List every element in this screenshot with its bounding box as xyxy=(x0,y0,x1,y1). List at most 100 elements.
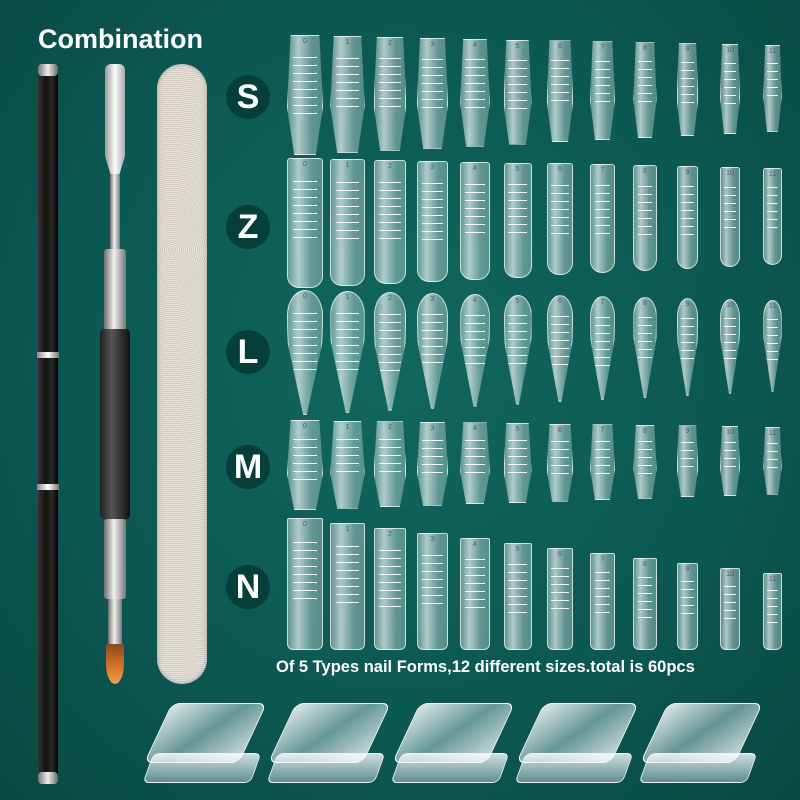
size-number: 6 xyxy=(558,426,562,434)
size-guide-lines xyxy=(680,434,695,474)
size-number: 10 xyxy=(726,170,734,177)
size-number: 10 xyxy=(726,47,734,54)
row-label-n: N xyxy=(226,565,270,609)
size-guide-lines xyxy=(508,433,527,477)
nail-form-s-9: 9 xyxy=(676,43,699,137)
nail-file xyxy=(157,64,207,684)
size-guide-lines xyxy=(637,310,653,365)
nail-form-z-4: 4 xyxy=(460,161,490,280)
nail-form-l-2: 2 xyxy=(373,291,407,411)
size-number: 5 xyxy=(515,426,520,433)
nail-form-z-10: 10 xyxy=(720,167,740,267)
nail-form-l-11: 11 xyxy=(763,299,782,392)
nail-form-s-3: 3 xyxy=(416,37,449,149)
size-guide-lines xyxy=(637,569,653,620)
size-guide-lines xyxy=(422,175,443,242)
nail-form-s-5: 5 xyxy=(503,39,532,145)
brush-ferrule xyxy=(108,599,122,647)
nail-form-z-9: 9 xyxy=(676,166,699,270)
nail-form-n-3: 3 xyxy=(416,533,449,650)
size-guide-lines xyxy=(336,431,359,480)
nail-form-s-4: 4 xyxy=(460,38,490,147)
size-guide-lines xyxy=(293,174,317,245)
size-number: 11 xyxy=(768,47,777,55)
nail-form-l-10: 10 xyxy=(720,299,740,394)
metal-shaft xyxy=(110,174,120,254)
size-guide-lines xyxy=(680,179,695,235)
size-guide-lines xyxy=(465,552,485,613)
nail-form-l-6: 6 xyxy=(546,295,574,403)
size-number: 3 xyxy=(430,424,435,432)
nail-form-z-5: 5 xyxy=(503,162,532,278)
size-number: 2 xyxy=(388,162,392,170)
nail-form-s-6: 6 xyxy=(546,40,574,143)
size-number: 3 xyxy=(430,295,435,303)
nail-form-m-3: 3 xyxy=(416,421,449,506)
nail-form-l-3: 3 xyxy=(416,292,449,409)
nail-form-s-1: 1 xyxy=(330,35,365,153)
size-number: 5 xyxy=(515,165,520,173)
size-number: 0 xyxy=(303,38,307,45)
pen-cap-bottom xyxy=(38,772,58,784)
nail-form-n-4: 4 xyxy=(460,538,490,650)
nail-form-s-8: 8 xyxy=(633,42,657,139)
spatula-head xyxy=(105,64,125,179)
size-guide-lines xyxy=(766,180,779,233)
size-guide-lines xyxy=(680,310,695,364)
size-guide-lines xyxy=(551,53,569,109)
size-guide-lines xyxy=(336,174,359,244)
nail-form-z-8: 8 xyxy=(633,165,657,272)
size-guide-lines xyxy=(723,179,737,234)
size-number: 5 xyxy=(515,546,520,553)
size-guide-lines xyxy=(422,432,443,478)
size-guide-lines xyxy=(422,547,443,612)
size-guide-lines xyxy=(637,178,653,236)
size-guide-lines xyxy=(594,434,611,475)
size-guide-lines xyxy=(508,308,527,368)
nail-form-l-5: 5 xyxy=(503,294,532,405)
size-guide-lines xyxy=(551,308,569,367)
size-number: 1 xyxy=(345,38,350,46)
nail-form-z-3: 3 xyxy=(416,160,449,282)
size-guide-lines xyxy=(293,431,317,480)
size-guide-lines xyxy=(766,435,779,472)
combination-title: Combination xyxy=(38,24,203,54)
pen-cap-top xyxy=(38,64,58,76)
nail-form-n-6: 6 xyxy=(546,548,574,650)
clip-base xyxy=(514,753,634,783)
nail-form-l-0: 0 xyxy=(287,290,323,415)
size-guide-lines xyxy=(293,50,317,116)
size-guide-lines xyxy=(637,54,653,107)
clip-base xyxy=(142,753,262,783)
size-number: 3 xyxy=(430,40,435,48)
pen-ring xyxy=(37,484,59,490)
size-guide-lines xyxy=(293,305,317,374)
nail-clip xyxy=(638,688,763,793)
size-guide-lines xyxy=(379,51,401,113)
nail-clip xyxy=(514,688,639,793)
size-guide-lines xyxy=(293,534,317,607)
size-number: 2 xyxy=(388,531,392,538)
size-guide-lines xyxy=(379,306,401,372)
size-guide-lines xyxy=(465,176,485,241)
pen-ring xyxy=(37,352,59,358)
size-guide-lines xyxy=(465,432,485,477)
nail-form-l-1: 1 xyxy=(330,290,365,413)
size-number: 11 xyxy=(768,576,777,583)
nail-form-s-11: 11 xyxy=(763,44,782,132)
nail-form-m-9: 9 xyxy=(676,425,699,498)
size-number: 8 xyxy=(643,45,647,53)
size-number: 9 xyxy=(685,169,690,177)
size-guide-lines xyxy=(336,50,359,114)
size-number: 11 xyxy=(768,429,777,437)
size-number: 11 xyxy=(768,170,777,178)
size-number: 7 xyxy=(600,44,605,52)
size-guide-lines xyxy=(379,175,401,243)
black-grip xyxy=(100,329,130,519)
nail-form-l-4: 4 xyxy=(460,293,490,407)
size-number: 0 xyxy=(303,521,307,528)
size-guide-lines xyxy=(336,306,359,373)
size-guide-lines xyxy=(508,52,527,110)
size-guide-lines xyxy=(551,177,569,239)
